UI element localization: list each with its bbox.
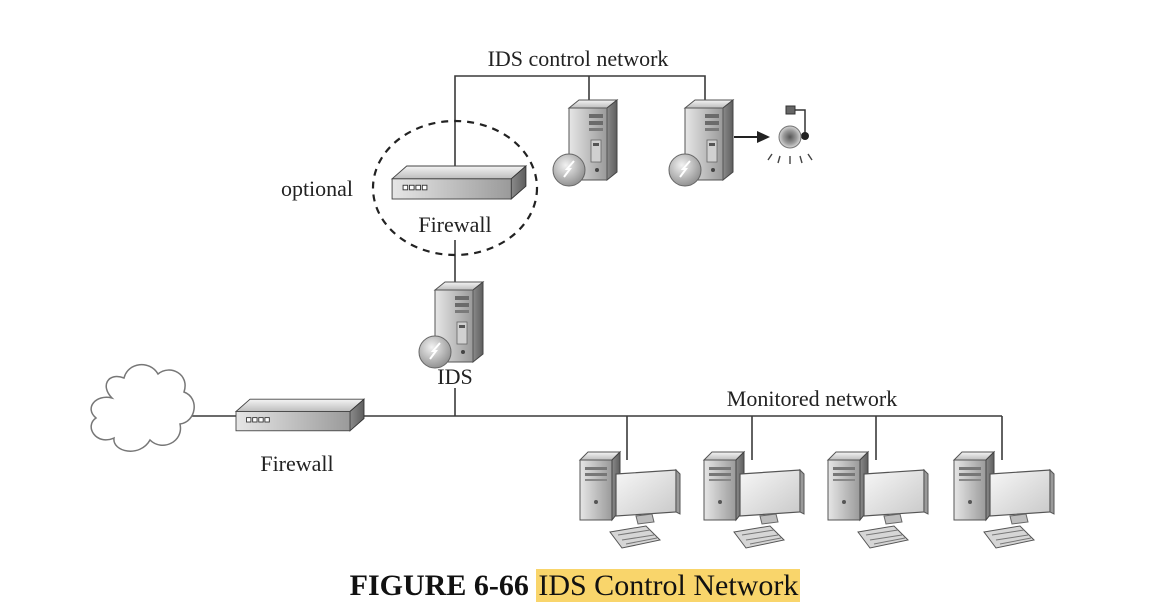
edge-firewall <box>235 398 365 432</box>
alert-arrow <box>734 131 770 143</box>
desktop-computer-icon <box>953 451 1055 549</box>
control-network-label: IDS control network <box>488 46 669 71</box>
network-links <box>190 75 1003 460</box>
desktop-computer-icon <box>579 451 681 549</box>
firewall-icon <box>391 165 527 200</box>
figure-caption: FIGURE 6-66 IDS Control Network <box>0 566 1150 606</box>
alarm-icon <box>767 105 813 164</box>
optional-firewall <box>391 165 527 200</box>
ids-label: IDS <box>437 364 472 389</box>
cloud-icon <box>90 364 195 452</box>
ids-sensor <box>418 281 484 369</box>
figure-number: FIGURE 6-66 <box>349 569 529 602</box>
desktop-computer-icon <box>827 451 929 549</box>
firewall-icon <box>235 398 365 432</box>
control-network-bus <box>454 75 706 172</box>
monitored-host-1 <box>579 451 681 549</box>
monitored-host-2 <box>703 451 805 549</box>
firewall-optional-label: Firewall <box>418 212 491 237</box>
control-server-2 <box>668 99 734 187</box>
server-icon <box>668 99 734 187</box>
optional-boundary <box>371 119 539 257</box>
monitored-host-4 <box>953 451 1055 549</box>
server-icon <box>552 99 618 187</box>
monitored-host-3 <box>827 451 929 549</box>
figure-title: IDS Control Network <box>536 569 801 602</box>
monitored-network-label: Monitored network <box>727 386 897 411</box>
control-server-1 <box>552 99 618 187</box>
firewall-edge-label: Firewall <box>260 451 333 476</box>
server-icon <box>418 281 484 369</box>
ids-control-network-diagram: IDS control network optional Firewall ID… <box>90 46 1055 549</box>
desktop-computer-icon <box>703 451 805 549</box>
optional-label: optional <box>281 176 353 201</box>
